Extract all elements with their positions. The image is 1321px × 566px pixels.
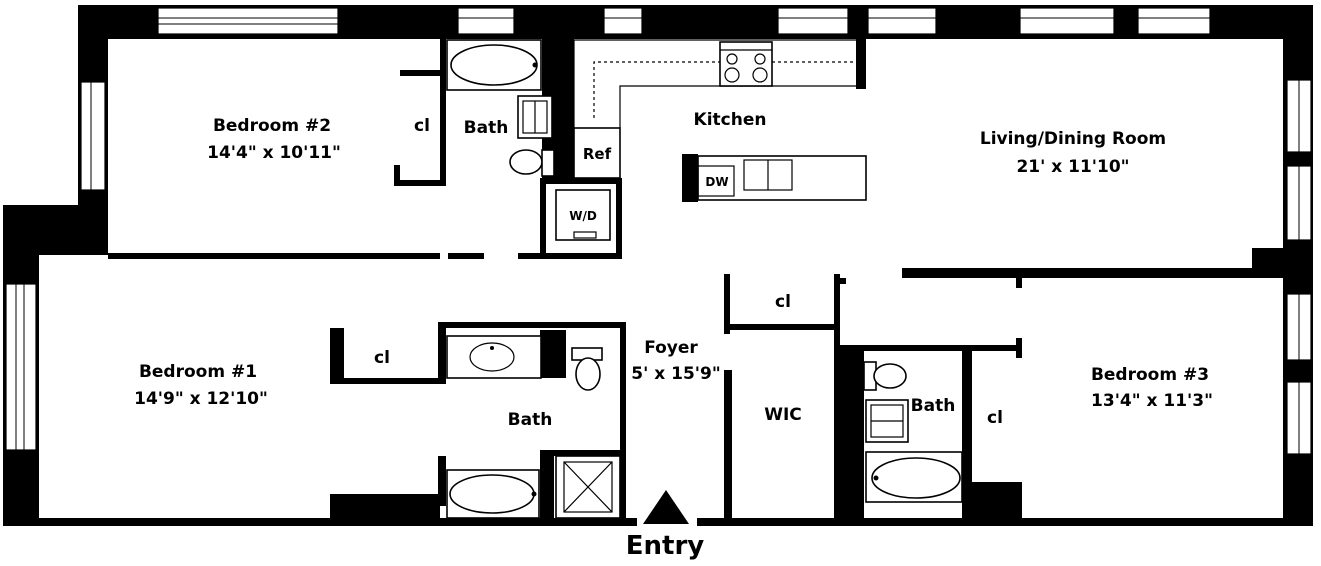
refrigerator-label: Ref (583, 145, 612, 163)
bedroom2-name: Bedroom #2 (213, 116, 331, 136)
washer-dryer (555, 189, 611, 241)
bath-right-label: Bath (911, 396, 956, 416)
bathtub-top (446, 39, 542, 91)
closet-bedroom1-label: cl (374, 348, 390, 368)
vanity-left-bath (446, 335, 542, 379)
toilet-top-bath (509, 149, 555, 177)
bedroom3-size: 13'4" x 11'3" (1091, 391, 1213, 411)
toilet-left-bath (571, 347, 603, 391)
bedroom1-name: Bedroom #1 (139, 362, 257, 382)
windows-left (5, 81, 106, 451)
closet-bedroom3-label: cl (987, 408, 1003, 428)
stove (719, 41, 773, 87)
kitchen-island (697, 155, 867, 201)
bathtub-left (446, 469, 540, 519)
windows-top (157, 7, 1211, 35)
kitchen-label: Kitchen (694, 110, 767, 130)
wall-corner (330, 494, 440, 524)
foyer-size: 5' x 15'9" (631, 364, 720, 384)
dishwasher-label: DW (705, 175, 728, 189)
sink-top-bath (517, 95, 553, 139)
windows-right (1286, 79, 1312, 455)
wic-label: WIC (764, 405, 802, 425)
sink-right-bath (865, 399, 909, 443)
wall-corner (966, 482, 1022, 522)
toilet-right-bath (863, 361, 907, 391)
bedroom3-name: Bedroom #3 (1091, 365, 1209, 385)
entry-label: Entry (626, 531, 705, 561)
bedroom2-size: 14'4" x 10'11" (207, 143, 341, 163)
refrigerator (573, 127, 621, 179)
living-name: Living/Dining Room (980, 129, 1166, 149)
exterior-wall-bottom-left (3, 518, 637, 526)
bath-top-label: Bath (464, 118, 509, 138)
shower (555, 455, 621, 519)
closet-bedroom2-label: cl (414, 116, 430, 136)
interior-walls (108, 39, 1284, 520)
washer-dryer-label: W/D (569, 209, 597, 223)
bathtub-right (865, 451, 963, 503)
wall-corner (3, 450, 39, 525)
entry-arrow-icon (643, 490, 689, 524)
living-size: 21' x 11'10" (1016, 157, 1129, 177)
closet-foyer-label: cl (775, 292, 791, 312)
bath-left-label: Bath (508, 410, 553, 430)
bedroom1-size: 14'9" x 12'10" (134, 389, 268, 409)
foyer-name: Foyer (644, 338, 698, 358)
